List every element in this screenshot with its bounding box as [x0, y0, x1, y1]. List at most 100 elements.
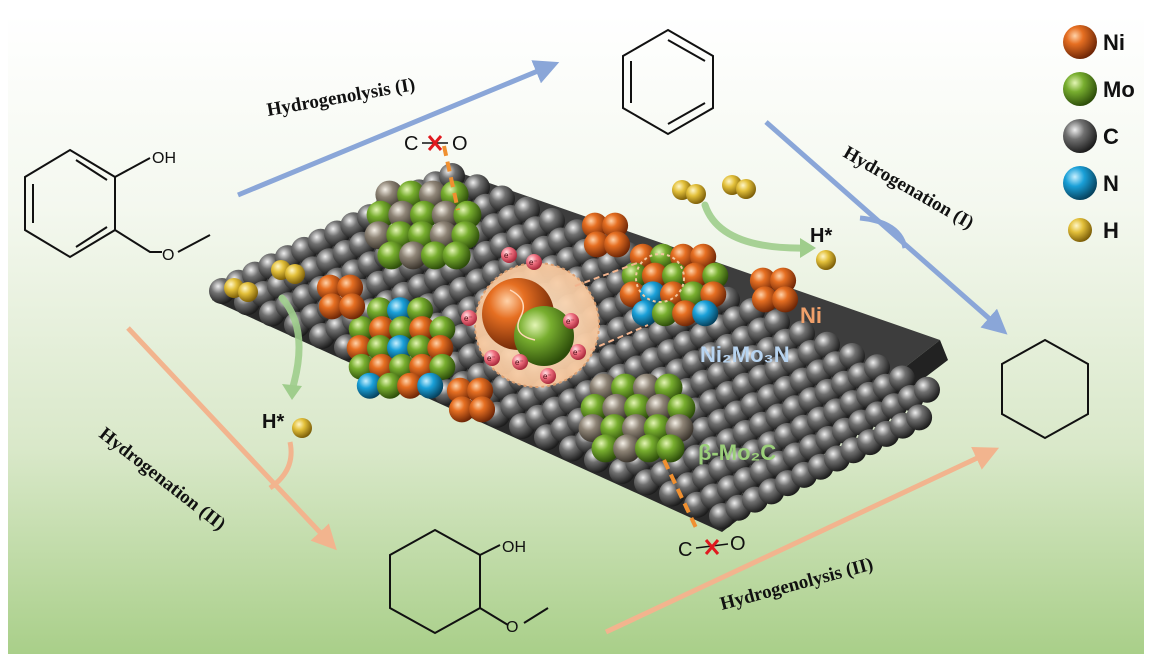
cluster-atom — [656, 434, 685, 463]
h-star-right-label: H* — [810, 225, 832, 247]
legend-item-c: C — [1063, 119, 1119, 153]
h-merge-curve-left — [268, 441, 294, 491]
ni2mo3n-cluster-left — [346, 297, 456, 399]
electron-label: e⁻ — [464, 314, 473, 323]
interface-mo-atom — [514, 306, 574, 366]
cluster-atom — [619, 281, 646, 308]
legend-label: H — [1103, 218, 1119, 243]
guaiacol-ome-bond — [114, 229, 162, 253]
h-adsorption-arrowhead-left — [282, 384, 302, 400]
h2-right-b — [722, 175, 756, 199]
cluster-atom — [448, 396, 475, 423]
cluster-atom — [772, 286, 799, 313]
cluster-atom — [645, 393, 674, 422]
cluster-atom — [417, 372, 444, 399]
guaiacol-oh-bond — [114, 157, 151, 178]
cluster-atom — [583, 231, 610, 258]
cluster-atom — [409, 316, 436, 343]
cyclohexane-ring — [1001, 338, 1089, 440]
cluster-atom — [429, 353, 456, 380]
label-hydrogenation-2: Hydrogenation (II) — [95, 423, 230, 535]
cyclohexanol-o-label: O — [506, 619, 518, 636]
h-star-atom-right — [816, 250, 836, 270]
cluster-atom — [580, 393, 609, 422]
electron: e⁻ — [570, 344, 586, 360]
zoom-circle — [635, 253, 685, 303]
hydrogen-species — [224, 175, 836, 438]
label-hydrogenolysis-2: Hydrogenolysis (II) — [718, 554, 876, 615]
cluster-atom — [377, 241, 406, 270]
electron: e⁻ — [563, 313, 579, 329]
carbon-sphere — [789, 320, 815, 347]
benzene-structure — [622, 28, 714, 136]
legend-label: Ni — [1103, 30, 1125, 55]
cluster-atom — [591, 434, 620, 463]
electron: e⁻ — [484, 350, 500, 366]
h-star-left-label: H* — [262, 411, 284, 433]
cluster-atom — [376, 372, 403, 399]
cluster-atom — [634, 434, 663, 463]
cluster-atom — [366, 200, 395, 229]
legend-swatch — [1068, 218, 1092, 242]
carbon-sphere — [814, 331, 840, 358]
carbon-sphere — [906, 404, 933, 431]
electron-sphere — [484, 350, 500, 366]
cluster-atom — [389, 316, 415, 343]
bond-top-c: C — [404, 133, 418, 155]
carbon-sphere — [764, 309, 790, 336]
cluster-atom — [667, 393, 696, 422]
arrow-hydrogenolysis-2 — [604, 447, 1000, 635]
link-line-bottom — [589, 324, 649, 351]
cluster-atom — [442, 241, 471, 270]
legend-label: N — [1103, 171, 1119, 196]
ni-cluster-top — [581, 212, 631, 258]
carbon-sphere — [539, 208, 565, 234]
mo2c-cluster-bottom — [578, 373, 696, 463]
cluster-atom — [339, 293, 366, 320]
h-atom — [238, 282, 258, 302]
electron-label: e⁻ — [543, 372, 552, 381]
electron-sphere — [540, 368, 556, 384]
cluster-atom — [431, 200, 460, 229]
cluster-atom — [692, 300, 719, 327]
benzene-ring — [622, 28, 714, 136]
cluster-atom — [407, 297, 434, 324]
cluster-atom — [446, 377, 473, 404]
electron: e⁻ — [540, 368, 556, 384]
guaiacol-structure — [24, 148, 211, 259]
cluster-atom — [388, 200, 417, 229]
electron-sphere — [512, 354, 528, 370]
cluster-atom — [427, 335, 454, 361]
cluster-atom — [602, 212, 629, 239]
cluster-atom — [356, 372, 383, 399]
interface-sphere — [474, 262, 600, 388]
legend-item-mo: Mo — [1063, 72, 1135, 106]
cluster-atom — [641, 262, 668, 289]
cluster-atom — [467, 377, 494, 404]
carbon-sphere — [489, 185, 515, 212]
h-adsorption-arrowhead-right — [800, 238, 816, 258]
arrow-hydrogenation-2 — [126, 326, 337, 551]
h2-left-b — [271, 260, 305, 284]
guaiacol-oh-label: OH — [152, 150, 176, 167]
h-adsorption-arrow-left — [278, 294, 303, 394]
bond-bottom-c: C — [678, 539, 692, 561]
h-atom — [285, 264, 305, 284]
electron-label: e⁻ — [515, 358, 524, 367]
cluster-atom — [624, 393, 652, 422]
cluster-atom — [318, 293, 345, 320]
electron: e⁻ — [526, 254, 542, 270]
legend-label: Mo — [1103, 77, 1135, 102]
cluster-atom — [702, 262, 729, 289]
interface-links — [574, 253, 685, 351]
h-adsorption-arrow-right — [701, 201, 812, 252]
catalyst-clusters — [316, 180, 799, 463]
legend-item-ni: Ni — [1063, 25, 1125, 59]
cluster-atom — [672, 300, 699, 327]
cluster-atom — [631, 300, 658, 327]
guaiacol-o-label: O — [162, 247, 174, 264]
cluster-atom — [749, 267, 776, 294]
arrow-hydrogenolysis-1 — [237, 60, 560, 198]
